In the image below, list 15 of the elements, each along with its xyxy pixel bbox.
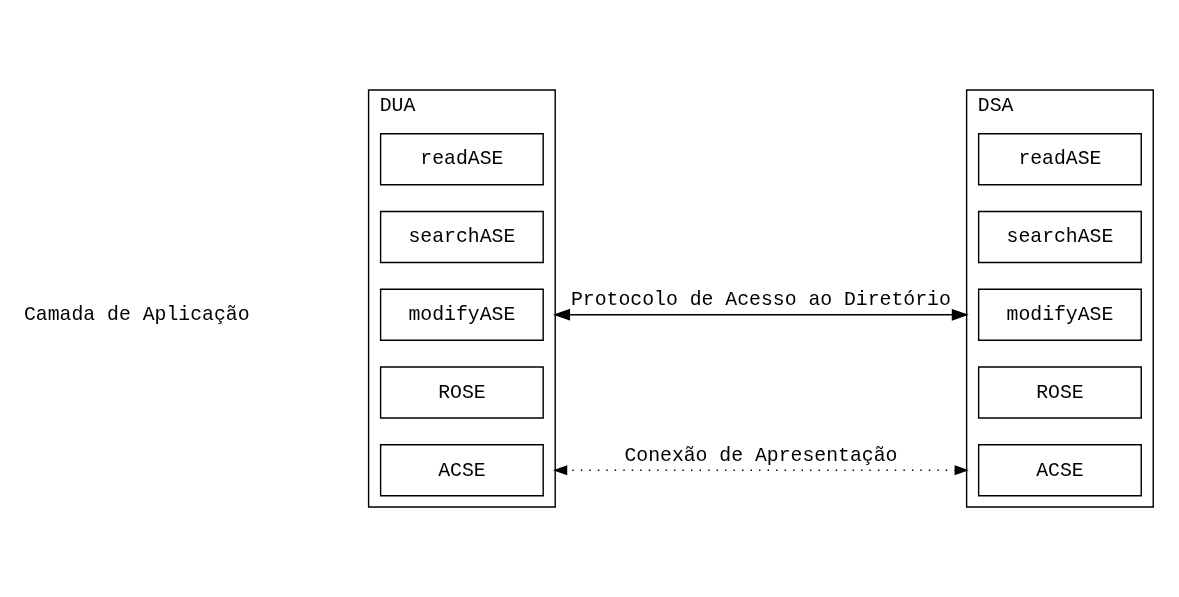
node-box: searchASE	[977, 210, 1142, 264]
node-box: ACSE	[977, 444, 1142, 497]
node-box: ACSE	[379, 444, 544, 497]
node-box: modifyASE	[379, 288, 544, 341]
label: Camada de Aplicação	[23, 303, 250, 326]
node-box: ROSE	[379, 366, 544, 419]
edge-label: Conexão de Apresentação	[624, 444, 898, 467]
node-box: ROSE	[977, 366, 1142, 419]
arrow	[553, 308, 969, 321]
node-box: searchASE	[379, 210, 544, 264]
node-box: readASE	[379, 133, 544, 186]
arrow	[553, 465, 969, 476]
edge-label: Protocolo de Acesso ao Diretório	[570, 289, 951, 312]
node-box: readASE	[977, 133, 1142, 186]
node-box: modifyASE	[977, 288, 1142, 341]
